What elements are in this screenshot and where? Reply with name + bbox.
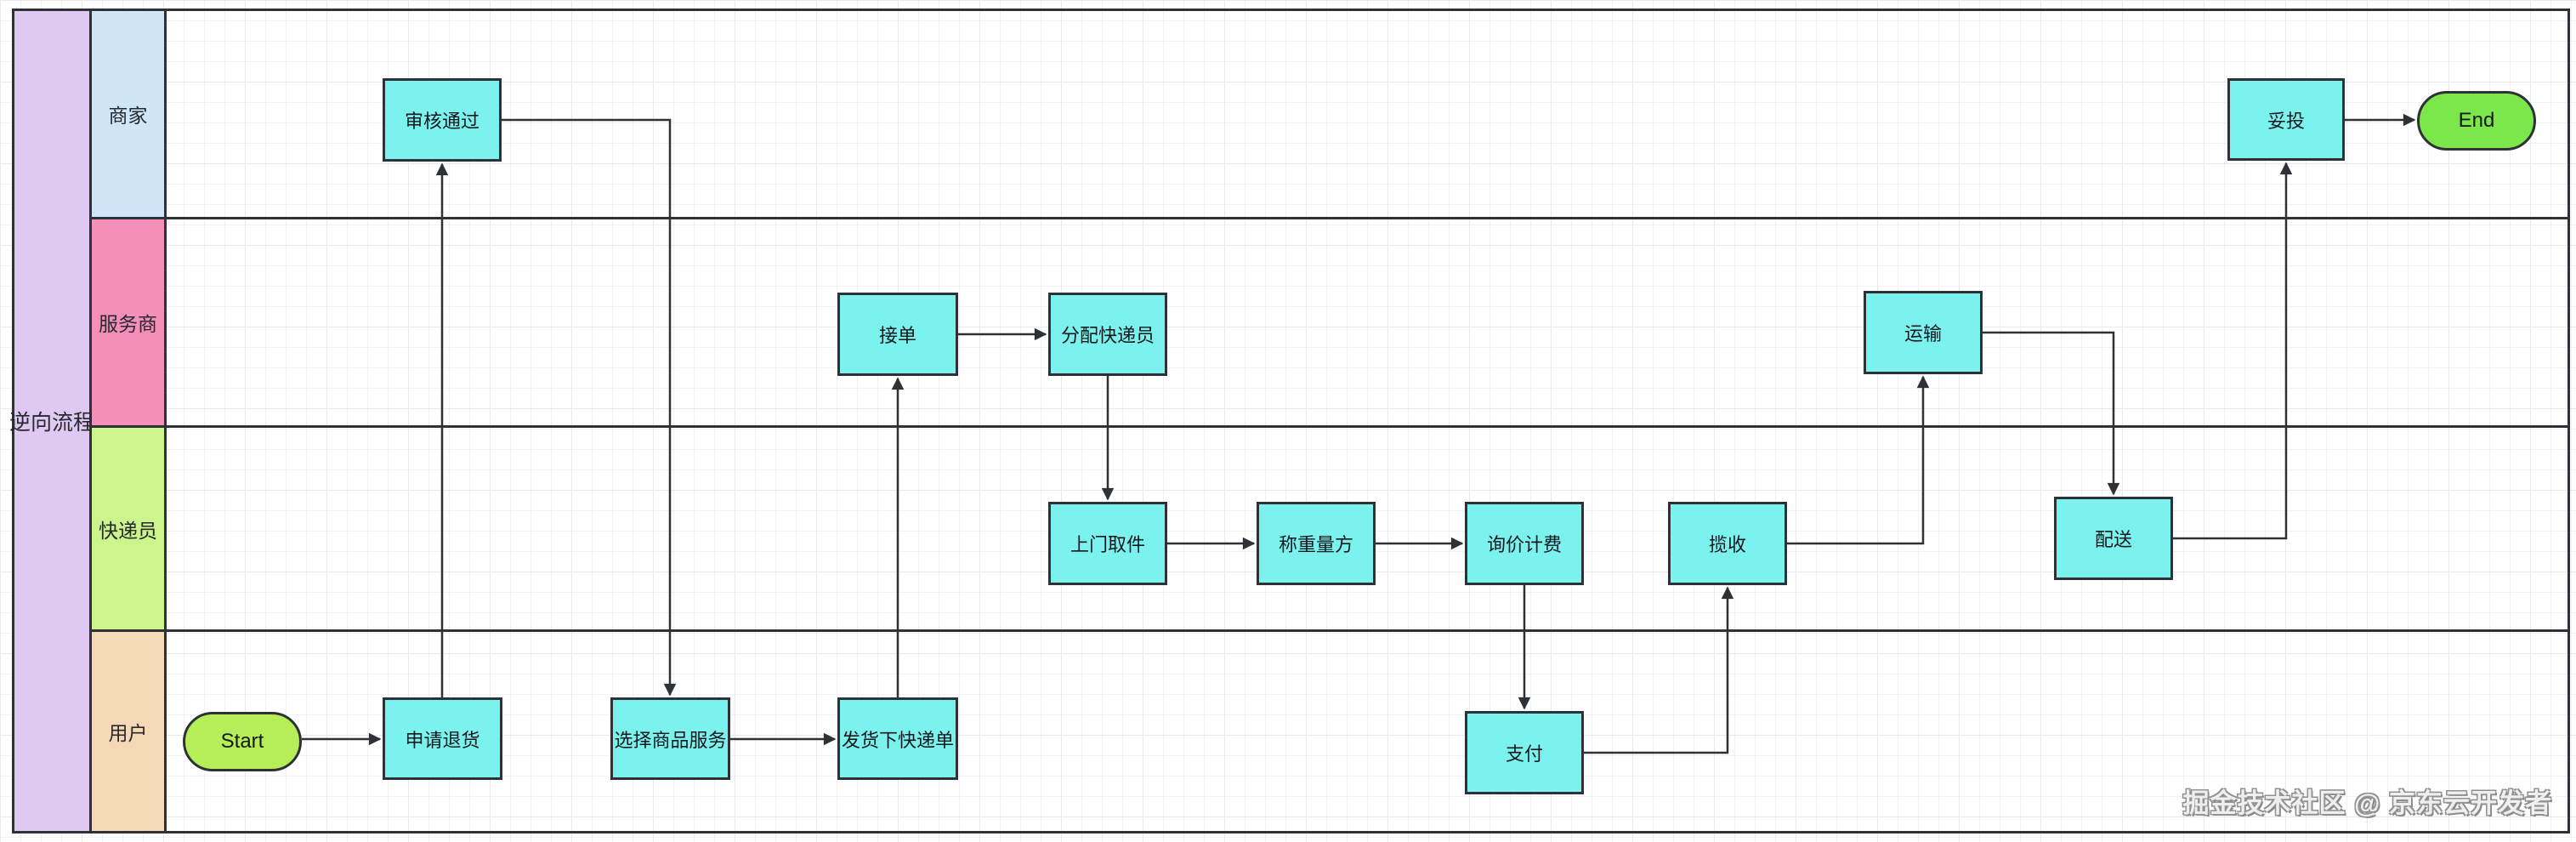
flow-node-transport: 运输 (1864, 291, 1983, 374)
watermark-text: 掘金技术社区 @ 京东云开发者 (2182, 788, 2552, 818)
edge-pay-collect (1584, 586, 1734, 754)
lane-rows: 商家服务商快递员用户 (92, 11, 2567, 831)
lane-row-provider: 服务商 (92, 219, 2567, 428)
flow-node-pickup: 上门取件 (1048, 502, 1167, 585)
lane-label-merchant: 商家 (92, 11, 167, 217)
flow-node-accept_order: 接单 (837, 293, 958, 376)
flow-node-apply_return: 申请退货 (383, 697, 502, 780)
lane-row-user: 用户 (92, 632, 2567, 831)
flow-node-deliver: 配送 (2054, 497, 2173, 580)
lane-row-courier: 快递员 (92, 428, 2567, 632)
flow-node-collect: 揽收 (1668, 502, 1787, 585)
lane-label-provider: 服务商 (92, 219, 167, 425)
edge-collect-transport (1787, 375, 1930, 545)
flow-node-delivered: 妥投 (2227, 78, 2345, 161)
edge-review_pass-select_service (502, 118, 677, 697)
flow-node-ship_order: 发货下快递单 (837, 697, 958, 780)
lane-row-merchant: 商家 (92, 11, 2567, 219)
flow-node-quote: 询价计费 (1465, 502, 1584, 585)
flow-node-assign_courier: 分配快递员 (1048, 293, 1167, 376)
pool-title: 逆向流程 (9, 411, 95, 435)
edge-deliver-delivered (2173, 162, 2293, 540)
lane-label-user: 用户 (92, 632, 167, 831)
flow-node-review_pass: 审核通过 (383, 78, 502, 162)
pool-title-column: 逆向流程 (9, 11, 94, 831)
flow-node-select_service: 选择商品服务 (610, 697, 730, 780)
flow-node-weigh: 称重量方 (1257, 502, 1376, 585)
swimlane-pool: 逆向流程 商家服务商快递员用户 (9, 9, 2570, 833)
edge-transport-deliver (1983, 331, 2120, 496)
flow-node-pay: 支付 (1465, 711, 1584, 794)
flow-node-start: Start (183, 712, 302, 771)
lane-label-courier: 快递员 (92, 428, 167, 629)
flow-node-end: End (2417, 91, 2536, 151)
